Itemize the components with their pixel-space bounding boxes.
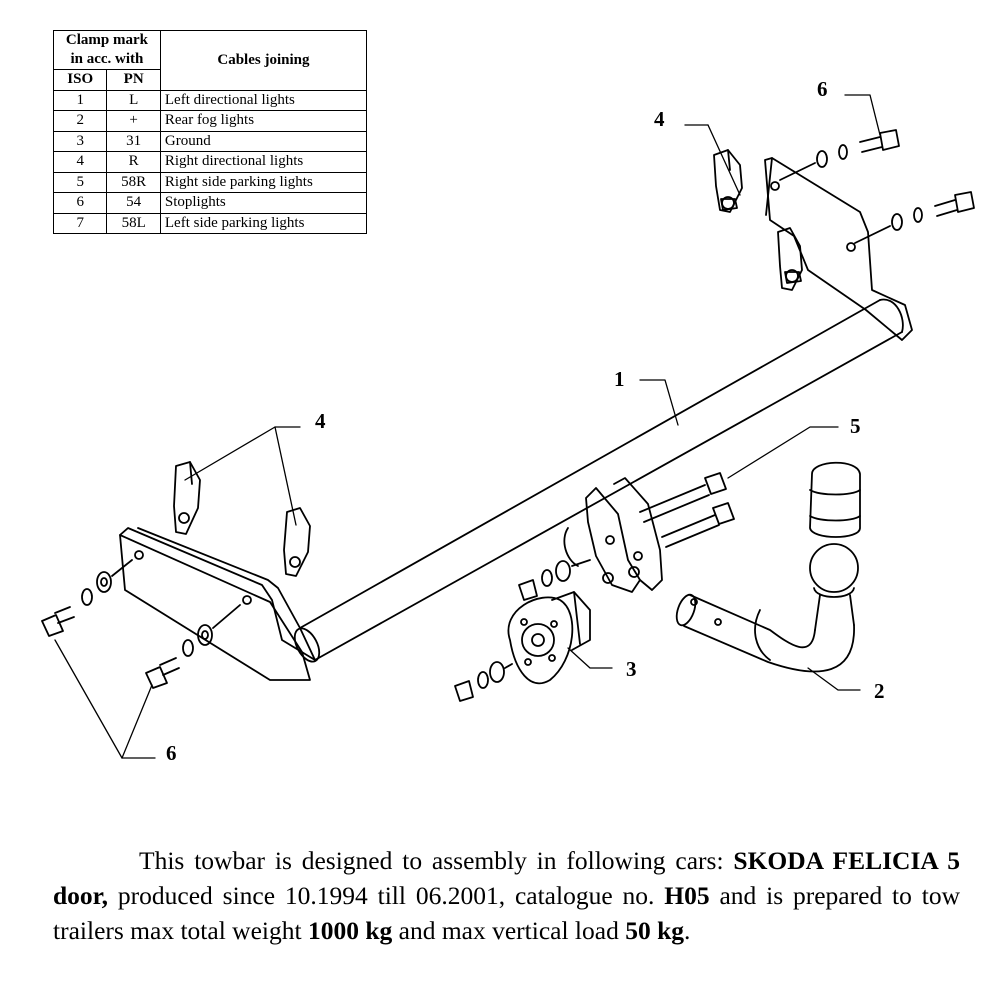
callout-crossbar: 1: [614, 367, 625, 391]
table-row: 5 58R Right side parking lights: [52, 171, 368, 193]
table-row: 1 L Left directional lights: [52, 89, 368, 111]
right-mounting-plate: [764, 157, 913, 341]
desc-max-weight: 1000 kg: [307, 916, 393, 945]
callout-socket-plate: 3: [626, 657, 637, 681]
cell-cable: Ground: [159, 130, 368, 152]
cell-iso: 5: [52, 171, 108, 193]
table-row: 3 31 Ground: [52, 130, 368, 152]
towball: [675, 461, 861, 673]
right-bolt-upper: [779, 129, 900, 181]
header-iso: ISO: [52, 69, 108, 91]
cell-cable: Right side parking lights: [159, 171, 368, 193]
leader-lines: [54, 94, 881, 759]
header-cables-joining: Cables joining: [159, 30, 368, 91]
socket-plate: [507, 591, 591, 685]
desc-car-model: SKODA FELICIA 5 door,: [53, 846, 960, 910]
table-row: 7 58L Left side parking lights: [52, 212, 368, 234]
left-bolt-lower: [145, 604, 241, 689]
callout-ball-bolts: 5: [850, 414, 861, 438]
compatibility-description: This towbar is designed to assembly in f…: [53, 843, 960, 948]
desc-catalogue-no: H05: [664, 881, 710, 910]
cell-pn: 54: [106, 192, 161, 214]
right-bracket-lower: [777, 227, 803, 291]
cell-iso: 3: [52, 130, 108, 152]
cell-cable: Right directional lights: [159, 151, 368, 173]
callout-bracket-top: 4: [654, 107, 665, 131]
callout-bolts-left: 6: [166, 741, 177, 765]
desc-production: produced since 10.1994 till 06.2001, cat…: [108, 881, 665, 910]
cell-iso: 1: [52, 89, 108, 111]
cell-pn: 58L: [106, 212, 161, 234]
callout-bolts-top: 6: [817, 77, 828, 101]
cell-cable: Left directional lights: [159, 89, 368, 111]
header-pn: PN: [106, 69, 161, 91]
left-bracket-a: [173, 461, 201, 535]
cell-cable: Stoplights: [159, 192, 368, 214]
ball-bolt-upper: [639, 472, 727, 523]
cell-cable: Rear fog lights: [159, 110, 368, 132]
cell-iso: 7: [52, 212, 108, 234]
cell-pn: 58R: [106, 171, 161, 193]
cell-iso: 4: [52, 151, 108, 173]
callout-towball: 2: [874, 679, 885, 703]
desc-intro: This towbar is designed to assembly in f…: [139, 846, 724, 875]
cell-iso: 2: [52, 110, 108, 132]
right-bolt-lower: [854, 191, 975, 244]
cell-pn: L: [106, 89, 161, 111]
center-ball-mount-brackets: [563, 477, 663, 593]
table-row: 4 R Right directional lights: [52, 151, 368, 173]
callout-bracket-left: 4: [315, 409, 326, 433]
right-bracket-upper: [713, 149, 743, 213]
table-row: 2 + Rear fog lights: [52, 110, 368, 132]
header-clamp-mark: Clamp mark in acc. with: [53, 30, 161, 70]
left-bolt-upper: [41, 559, 133, 637]
left-bracket-b: [283, 507, 311, 577]
ball-bolt-lower: [661, 502, 735, 548]
clamp-mark-table: Clamp mark in acc. with Cables joining I…: [52, 30, 368, 234]
cell-iso: 6: [52, 192, 108, 214]
cell-cable: Left side parking lights: [159, 212, 368, 234]
desc-tow-text: and is prepared to tow trailers max tota…: [53, 881, 960, 945]
cell-pn: R: [106, 151, 161, 173]
table-row: 6 54 Stoplights: [52, 192, 368, 214]
cell-pn: +: [106, 110, 161, 132]
desc-end: .: [684, 916, 691, 945]
center-nuts: [518, 559, 591, 601]
cell-pn: 31: [106, 130, 161, 152]
left-mounting-plate: [119, 527, 316, 681]
desc-vertical-load: 50 kg: [625, 916, 685, 945]
desc-vertical-text: and max vertical load: [392, 916, 626, 945]
socket-nuts: [454, 661, 513, 702]
